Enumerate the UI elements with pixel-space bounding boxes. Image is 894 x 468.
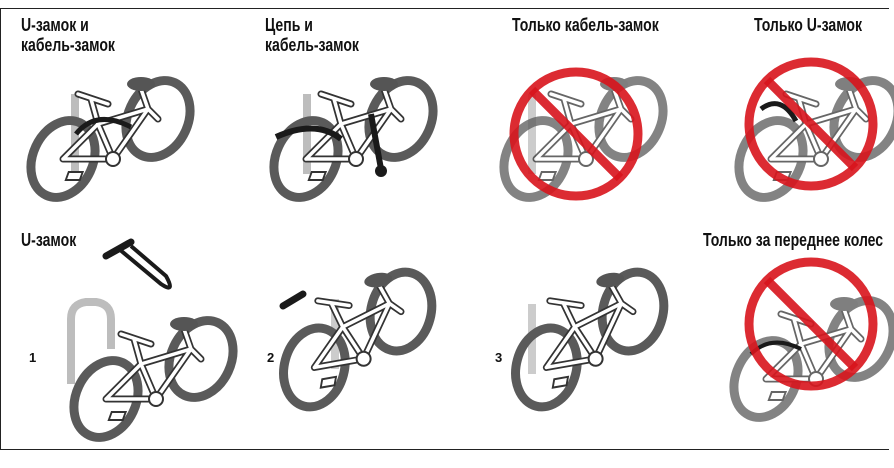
step-number: 2 — [267, 350, 275, 365]
title-line: Только за переднее колес — [703, 230, 884, 250]
u-lock-step-1-illustration — [1, 238, 241, 449]
panel-front-wheel-only-prohibited: Только за переднее колес — [701, 224, 894, 449]
title-line: Только U-замок — [754, 15, 863, 35]
step-number: 3 — [495, 350, 503, 365]
panel-title: Только U-замок — [754, 15, 862, 35]
panel-title: U-замок и кабель-замок — [21, 15, 115, 55]
bike-u-lock-only-illustration — [706, 9, 894, 221]
bike-with-chain-illustration — [231, 9, 461, 221]
panel-title: U-замок — [21, 230, 76, 250]
panel-u-lock-step-3: 3 — [473, 224, 701, 449]
bike-with-u-lock-illustration — [1, 9, 226, 221]
title-line: кабель-замок — [21, 35, 115, 55]
title-line: U-замок — [21, 230, 77, 250]
bike-lock-infographic: U-замок и кабель-замок Цепь и кабель-зам… — [0, 8, 889, 450]
step-number: 1 — [29, 350, 37, 365]
panel-title: Только за переднее колес — [703, 230, 883, 250]
title-line: U-замок и — [21, 15, 89, 35]
panel-u-lock-step-1: U-замок 1 — [1, 224, 241, 449]
panel-title: Цепь и кабель-замок — [265, 15, 359, 55]
title-line: Только кабель-замок — [512, 15, 659, 35]
padlock-icon — [375, 165, 387, 177]
panel-u-lock-and-cable: U-замок и кабель-замок — [1, 9, 226, 221]
front-wheel-lock-illustration — [701, 224, 894, 449]
panel-u-lock-step-2: 2 — [241, 224, 471, 449]
chain-icon — [274, 113, 384, 170]
u-lock-step-3-illustration — [473, 224, 701, 449]
title-line: кабель-замок — [265, 35, 359, 55]
panel-title: Только кабель-замок — [512, 15, 659, 35]
panel-cable-only-prohibited: Только кабель-замок — [466, 9, 701, 221]
panel-chain-and-cable: Цепь и кабель-замок — [231, 9, 461, 221]
title-line: Цепь и — [265, 15, 313, 35]
u-lock-icon — [102, 238, 172, 290]
u-lock-icon — [74, 116, 133, 136]
bike-cable-only-illustration — [466, 9, 701, 221]
panel-u-lock-only-prohibited: Только U-замок — [706, 9, 894, 221]
u-lock-step-2-illustration — [241, 224, 471, 449]
